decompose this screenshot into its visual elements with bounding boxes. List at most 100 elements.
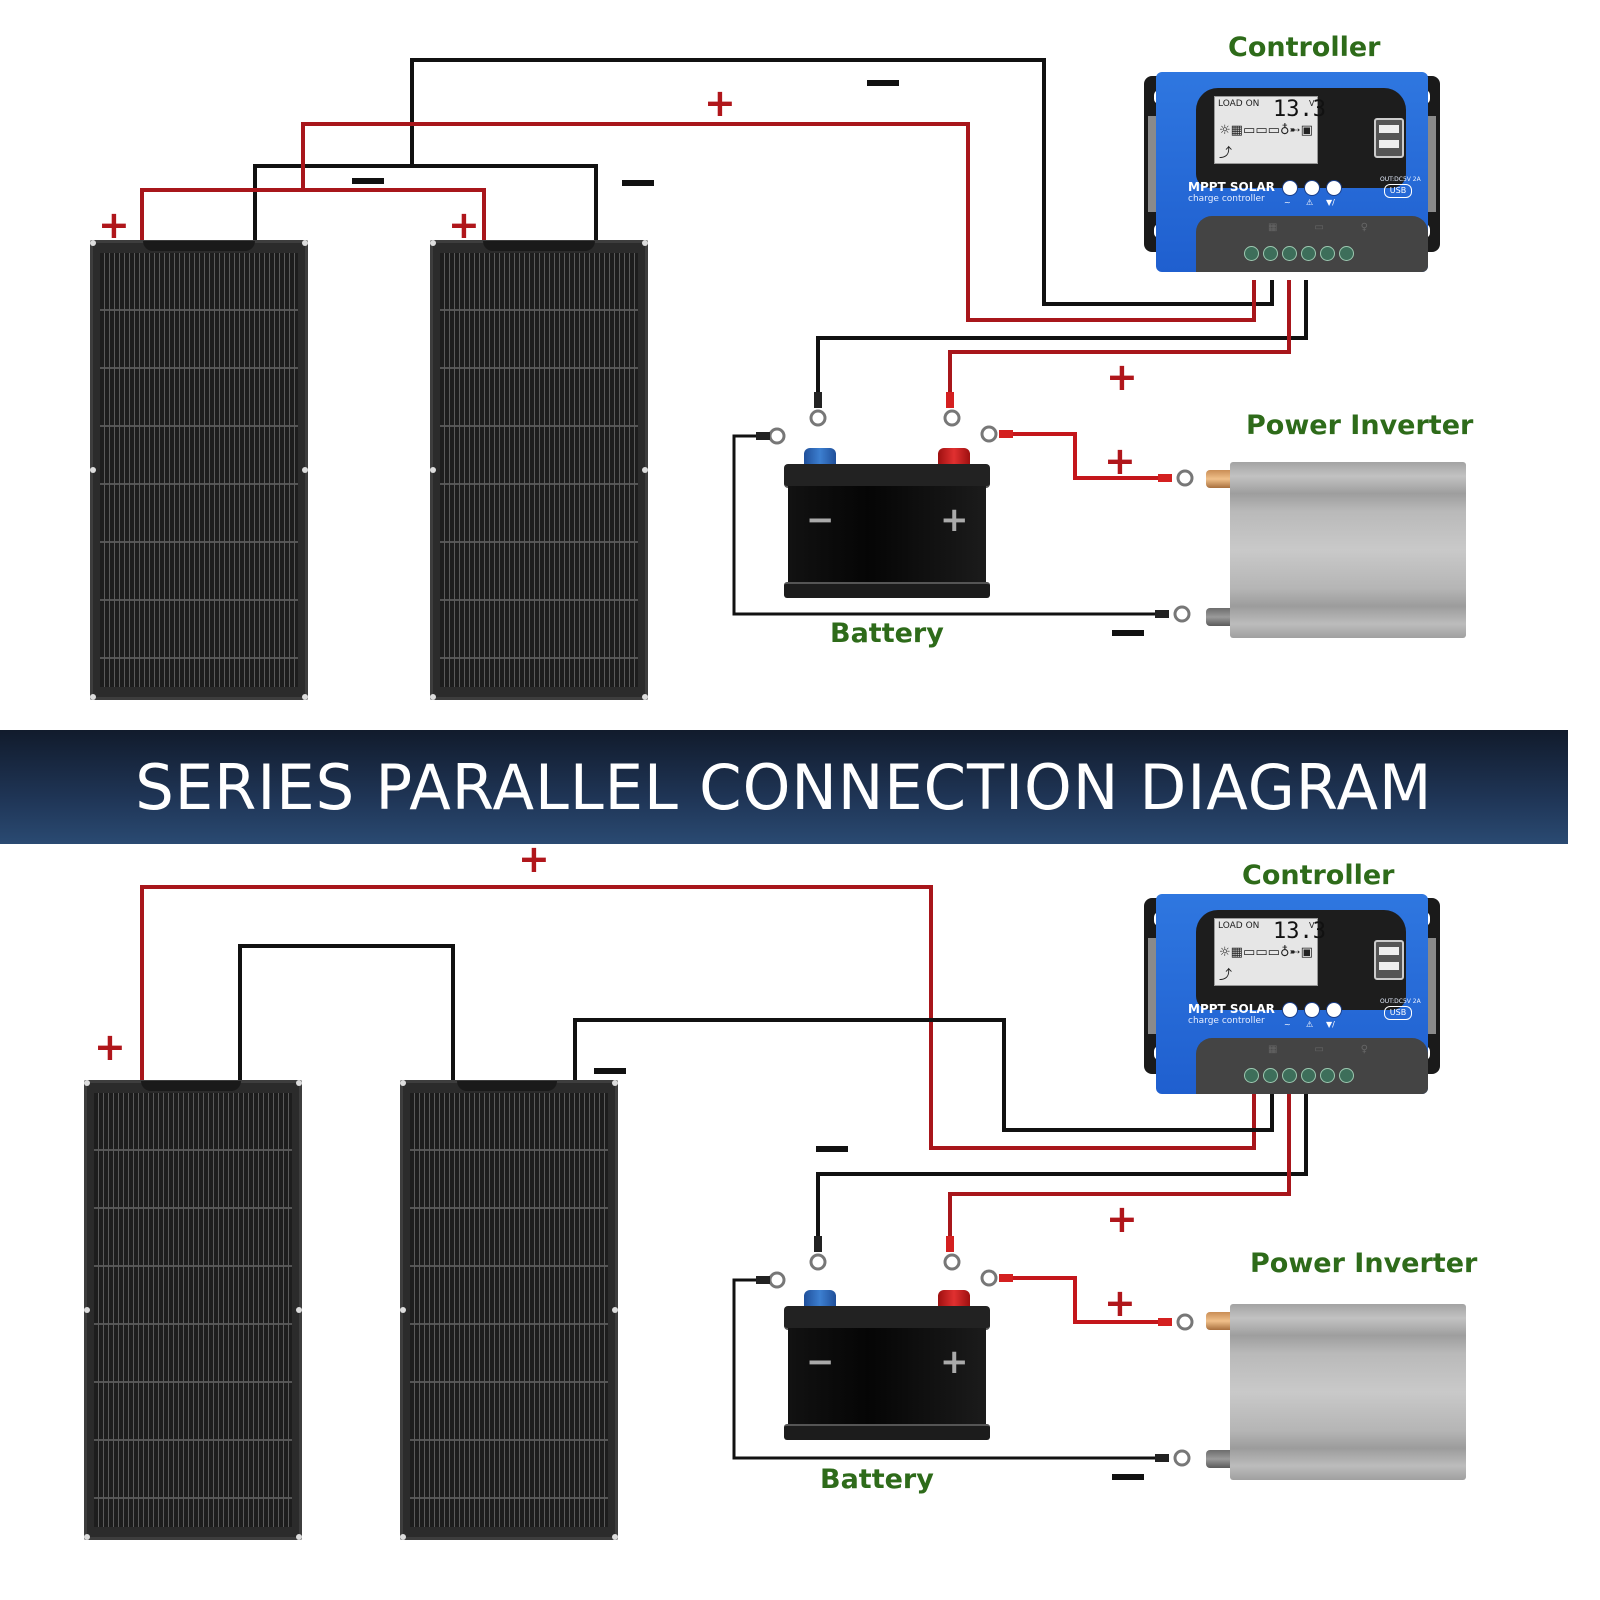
plug-icon: ➸ (1289, 945, 1301, 960)
solar-panel-icon: ☼▦ (1219, 945, 1243, 960)
battery-minus-mark: − (806, 500, 835, 540)
diagram-top: + + + + + Controller Power Inverter Batt… (0, 0, 1568, 730)
screw-terminal (1263, 246, 1278, 261)
minus-sign (622, 180, 654, 186)
screw-terminal (1301, 1068, 1316, 1083)
inverter-label: Power Inverter (1250, 1248, 1478, 1279)
battery-face-icon: ▣ (1300, 123, 1313, 138)
plus-sign: + (1104, 439, 1136, 483)
ring-terminal (943, 409, 961, 427)
lcd-unit: V (1309, 921, 1315, 930)
ring-terminal (1173, 1449, 1191, 1467)
screw-terminal (1244, 1068, 1259, 1083)
usb-badge: USB (1384, 1006, 1412, 1020)
wire-pos-main (301, 122, 1256, 322)
plus-sign: + (98, 203, 130, 247)
battery-terminal-icon: ▭ (1314, 1044, 1324, 1055)
minus-sign (816, 1146, 848, 1152)
solar-panel-2 (430, 240, 648, 700)
ring-terminal (1176, 469, 1194, 487)
inverter-negative-terminal (1206, 1450, 1234, 1468)
usb-port-icon (1374, 940, 1404, 980)
wire-neg-main (410, 58, 1274, 306)
lcd-voltage: 13.3 (1273, 919, 1326, 944)
panel-terminal-icon: ▦ (1268, 222, 1278, 233)
title-banner: SERIES PARALLEL CONNECTION DIAGRAM (0, 730, 1568, 844)
wire-neg-bus (253, 164, 598, 240)
usb-badge: USB (1384, 184, 1412, 198)
panel-terminal-icon: ▦ (1268, 1044, 1278, 1055)
load-arrow-icon: ⤴ (1219, 146, 1233, 161)
screw-terminal (1282, 246, 1297, 261)
led-indicator (1326, 180, 1342, 196)
minus-sign (594, 1068, 626, 1074)
battery: − + (782, 448, 992, 598)
ring-terminal (980, 1269, 998, 1287)
screw-terminal (1320, 1068, 1335, 1083)
battery-minus-mark: − (806, 1342, 835, 1382)
controller-subtitle: charge controller (1188, 1016, 1265, 1026)
wire-batt-pos (948, 1094, 1291, 1240)
warning-icon: ⚠ (1306, 198, 1314, 207)
lcd-unit: V (1309, 99, 1315, 108)
ring-terminal (768, 1271, 786, 1289)
screw-terminal (1263, 1068, 1278, 1083)
inverter-positive-terminal (1206, 1312, 1234, 1330)
minus-sign (352, 178, 384, 184)
led-indicator (1304, 180, 1320, 196)
screw-terminal (1244, 246, 1259, 261)
plus-sign: + (1104, 1281, 1136, 1325)
warning-icon: ⚠ (1306, 1020, 1314, 1029)
ring-terminal (943, 1253, 961, 1271)
plus-sign: + (1106, 1197, 1138, 1241)
controller-brand: MPPT SOLAR (1188, 180, 1275, 194)
lcd-status: LOAD ON (1218, 99, 1260, 109)
wire-inv-neg (732, 1278, 1165, 1460)
wire-series-link (238, 944, 455, 1080)
inverter-positive-terminal (1206, 470, 1234, 488)
battery-face-icon: ▣ (1300, 945, 1313, 960)
minus-sign (1112, 630, 1144, 636)
wire-pos-main (140, 885, 1256, 1150)
load-symbol-icon: ▼/ (1326, 1020, 1335, 1029)
screw-terminal (1339, 246, 1354, 261)
battery-plus-mark: + (940, 500, 969, 540)
lcd-display: LOAD ON 13.3 V ☼▦ ▭▭▭ ♁ ➸ ▣ ⤴ (1214, 918, 1326, 986)
wire-batt-pos (948, 280, 1291, 398)
inverter-negative-terminal (1206, 608, 1234, 626)
terminal-block: ▦ ▭ ♀ (1196, 216, 1428, 272)
lcd-voltage: 13.3 (1273, 97, 1326, 122)
controller-label: Controller (1242, 860, 1395, 891)
plus-sign: + (448, 203, 480, 247)
lcd-status: LOAD ON (1218, 921, 1260, 931)
ring-terminal (1173, 605, 1191, 623)
terminal-block: ▦ ▭ ♀ (1196, 1038, 1428, 1094)
minus-sign (1112, 1474, 1144, 1480)
wire-inv-neg (732, 434, 1165, 616)
wire-batt-neg (816, 280, 1308, 398)
screw-terminal (1339, 1068, 1354, 1083)
charging-symbol-icon: ~ (1284, 198, 1291, 207)
plus-sign: + (704, 81, 736, 125)
diagram-bottom: + + + + Controller Power Inverter Batter… (0, 840, 1568, 1568)
solar-panel-2 (400, 1080, 618, 1540)
led-indicator (1304, 1002, 1320, 1018)
power-inverter (1206, 1304, 1468, 1480)
plus-sign: + (518, 837, 550, 881)
screw-terminal (1282, 1068, 1297, 1083)
controller-brand: MPPT SOLAR (1188, 1002, 1275, 1016)
usb-rating: OUT:DC5V 2A (1380, 998, 1421, 1005)
battery-bars-icon: ▭▭▭ (1243, 123, 1280, 138)
bulb-icon: ♁ (1280, 123, 1290, 138)
ring-terminal (1176, 1313, 1194, 1331)
wire-inv-pos (1010, 1276, 1165, 1324)
controller-label: Controller (1228, 32, 1381, 63)
load-arrow-icon: ⤴ (1219, 968, 1233, 983)
wire-inv-pos (1010, 432, 1165, 480)
controller-subtitle: charge controller (1188, 194, 1265, 204)
battery-bars-icon: ▭▭▭ (1243, 945, 1280, 960)
wiring-top (140, 58, 1308, 623)
battery-terminal-icon: ▭ (1314, 222, 1324, 233)
charge-controller: LOAD ON 13.3 V ☼▦ ▭▭▭ ♁ ➸ ▣ ⤴ MPPT SOLAR… (1144, 72, 1440, 272)
wire-batt-neg (816, 1094, 1308, 1240)
